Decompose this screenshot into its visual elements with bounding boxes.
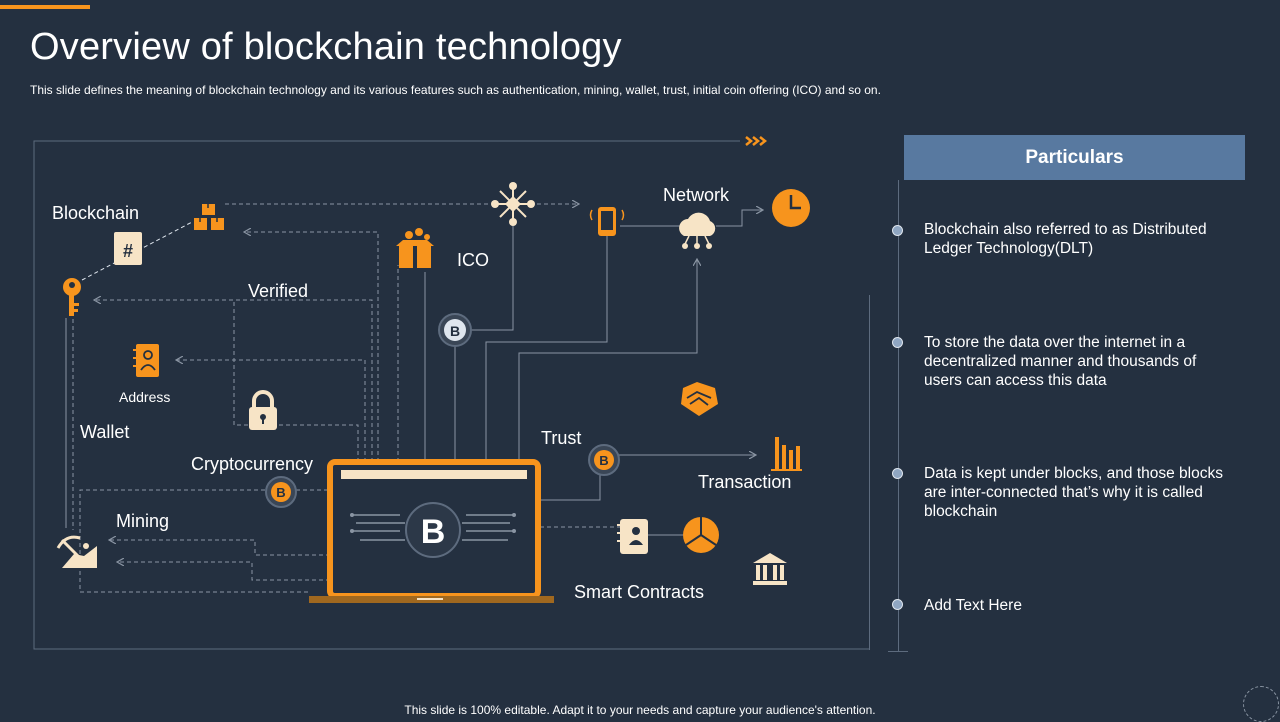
timeline-dot: [892, 468, 903, 479]
timeline-line: [898, 180, 899, 652]
key-icon: [63, 278, 81, 316]
page-subtitle: This slide defines the meaning of blockc…: [30, 83, 881, 97]
mobile-phone-icon: [589, 207, 625, 236]
label-smart-contracts: Smart Contracts: [574, 582, 705, 602]
timeline-dot: [892, 337, 903, 348]
particulars-header: Particulars: [904, 135, 1245, 180]
timeline-end-cap: [888, 651, 908, 652]
clock-icon: [772, 189, 810, 227]
particular-item: Data is kept under blocks, and those blo…: [924, 465, 1223, 520]
corner-dashed-circle: [1243, 686, 1279, 722]
footer-note: This slide is 100% editable. Adapt it to…: [404, 703, 876, 717]
mining-pickaxe-icon: [56, 535, 97, 568]
particular-item: Add Text Here: [924, 597, 1022, 614]
label-address: Address: [119, 389, 171, 405]
network-node-icon: [491, 182, 535, 226]
bank-building-icon: [753, 553, 787, 585]
bitcoin-coin-icon: B: [588, 444, 620, 476]
bar-chart-icon: [771, 437, 802, 471]
label-ico: ICO: [457, 250, 490, 270]
svg-text:#: #: [123, 241, 133, 261]
label-verified: Verified: [248, 281, 309, 301]
timeline-dot: [892, 599, 903, 610]
accent-bar: [0, 5, 90, 9]
svg-text:B: B: [276, 485, 285, 500]
cloud-network-icon: [679, 212, 716, 249]
label-transaction: Transaction: [698, 472, 792, 492]
chevron-arrows-icon: [745, 136, 768, 146]
laptop-icon: B: [309, 459, 554, 603]
padlock-icon: [249, 390, 277, 430]
label-mining: Mining: [116, 511, 170, 531]
diagram-frame: [33, 140, 869, 650]
bitcoin-coin-icon: B: [438, 313, 472, 347]
particulars-header-text: Particulars: [1025, 146, 1124, 168]
label-cryptocurrency: Cryptocurrency: [191, 454, 314, 474]
particular-item: To store the data over the internet in a…: [924, 334, 1197, 389]
label-blockchain: Blockchain: [52, 203, 140, 223]
bitcoin-coin-icon: B: [265, 476, 297, 508]
gift-box-icon: [396, 228, 434, 268]
blockchain-diagram: B #: [33, 136, 869, 650]
timeline-dot: [892, 225, 903, 236]
contract-document-icon: [617, 519, 648, 554]
svg-text:B: B: [599, 453, 608, 468]
handshake-icon: [681, 382, 718, 416]
panel-divider: [869, 295, 870, 650]
label-trust: Trust: [541, 428, 582, 448]
connector-lines: [65, 204, 762, 593]
label-wallet: Wallet: [80, 422, 130, 442]
particular-item: Blockchain also referred to as Distribut…: [924, 221, 1207, 257]
svg-text:B: B: [450, 323, 460, 339]
laptop-bitcoin-symbol: B: [421, 513, 446, 551]
page-title: Overview of blockchain technology: [30, 26, 622, 68]
label-network: Network: [663, 185, 730, 205]
stacked-boxes-icon: [194, 204, 224, 230]
address-book-icon: [133, 344, 159, 377]
hash-document-icon: #: [114, 232, 142, 265]
pie-chart-icon: [683, 517, 719, 553]
